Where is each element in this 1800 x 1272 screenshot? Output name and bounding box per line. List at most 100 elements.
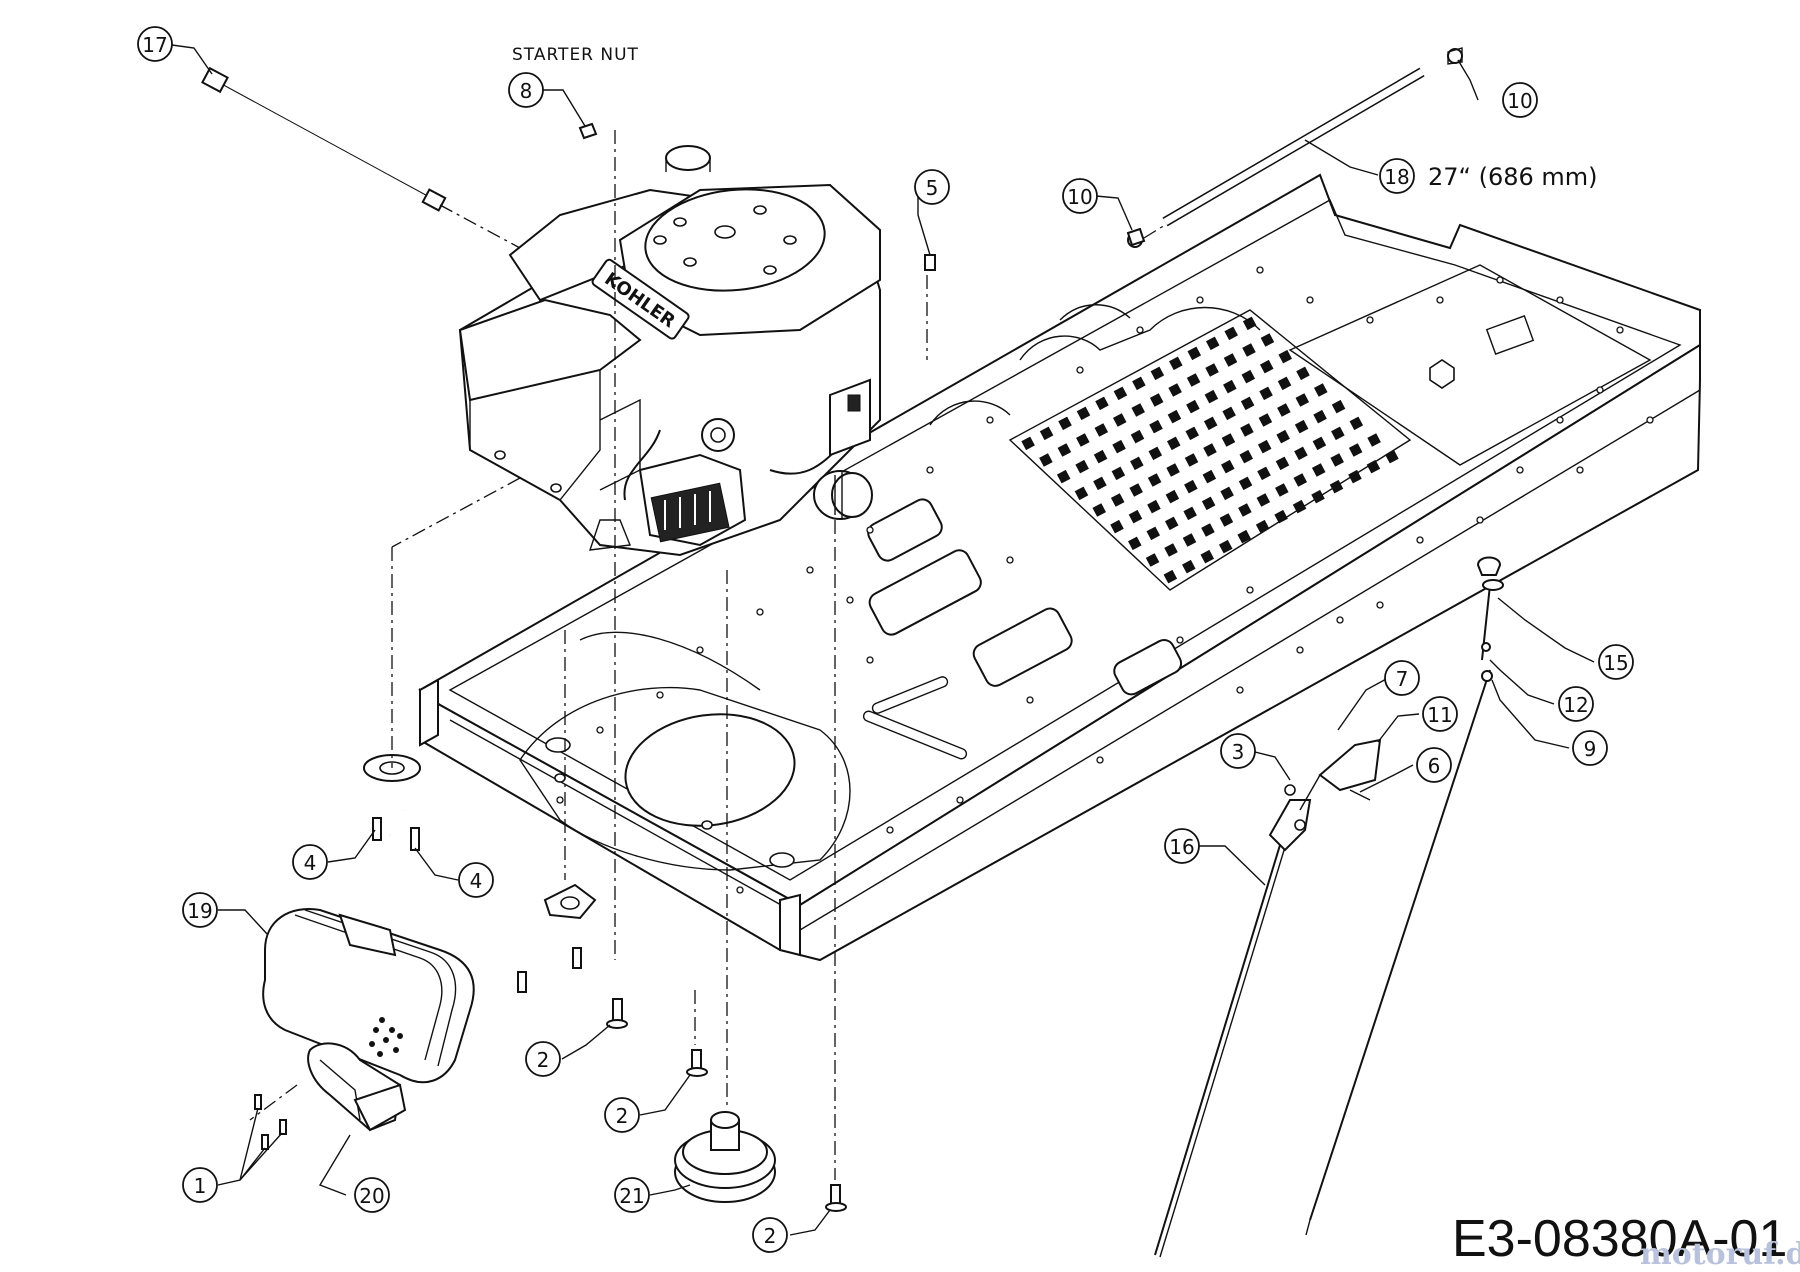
callout-c5: 5 <box>914 169 950 205</box>
grille-hole <box>1094 423 1109 437</box>
mounting-hole <box>986 416 994 424</box>
grille-hole <box>1110 519 1124 534</box>
mounting-hole <box>866 526 874 534</box>
grille-hole <box>1259 386 1273 401</box>
mounting-hole <box>1096 756 1104 764</box>
mounting-hole <box>1556 296 1564 304</box>
callout-label: 12 <box>1563 693 1588 717</box>
callout-c2a: 2 <box>525 1041 561 1077</box>
grille-hole <box>1205 363 1219 377</box>
grille-hole <box>1311 463 1326 477</box>
grille-hole <box>1314 383 1328 397</box>
mounting-hole <box>1296 646 1304 654</box>
callout-c4a: 4 <box>292 844 328 880</box>
mounting-hole <box>1436 296 1444 304</box>
mounting-hole <box>1596 386 1604 394</box>
callout-c1: 1 <box>182 1167 218 1203</box>
grille-hole <box>1130 456 1144 471</box>
grille-hole <box>1222 406 1236 421</box>
grille-hole <box>1184 479 1198 494</box>
grille-hole <box>1240 396 1255 411</box>
mounting-hole <box>1236 686 1244 694</box>
grille-hole <box>1242 316 1257 331</box>
grille-hole <box>1348 469 1362 484</box>
grille-hole <box>1202 469 1217 484</box>
mounting-hole <box>956 796 964 804</box>
grille-hole <box>1057 443 1072 457</box>
callout-label: 11 <box>1427 703 1452 727</box>
mounting-hole <box>866 656 874 664</box>
mounting-hole <box>886 826 894 834</box>
dipstick <box>1305 556 1504 1236</box>
grille-hole <box>1186 399 1200 414</box>
grille-hole <box>1166 463 1180 477</box>
grille-hole <box>1200 549 1215 564</box>
mounting-hole <box>1416 536 1424 544</box>
grille-hole <box>1366 459 1381 474</box>
diagram-id: E3-08380A-01 <box>1452 1210 1787 1268</box>
callout-c10b: 10 <box>1062 178 1098 214</box>
grille-hole <box>1076 433 1090 447</box>
callout-c17: 17 <box>137 26 173 62</box>
grille-hole <box>1201 496 1216 511</box>
grille-hole <box>1132 376 1146 391</box>
grille-hole <box>1201 523 1215 537</box>
grille-hole <box>1257 439 1272 454</box>
muffler-hole-pattern <box>369 1017 403 1057</box>
callout-label: 4 <box>470 869 483 893</box>
mounting-hole <box>1556 416 1564 424</box>
grille-hole <box>1149 393 1164 407</box>
grille-hole <box>1164 516 1179 531</box>
callout-label: 10 <box>1067 185 1092 209</box>
grille-hole <box>1331 426 1345 441</box>
grille-hole <box>1296 366 1310 381</box>
throttle-control <box>1154 738 1382 1258</box>
grille-hole <box>1275 483 1289 497</box>
fuel-line-part-17 <box>201 66 521 249</box>
grille-hole <box>1277 376 1292 391</box>
grille-holes <box>1021 316 1399 584</box>
grille-hole <box>1311 489 1325 504</box>
grille-hole <box>1238 503 1252 517</box>
mounting-hole <box>1246 586 1254 594</box>
grille-hole <box>1255 519 1270 534</box>
grille-hole <box>1219 513 1234 527</box>
rod-length-note: 27“ (686 mm) <box>1428 163 1598 191</box>
grille-hole <box>1169 356 1183 371</box>
callout-label: 20 <box>359 1184 384 1208</box>
callout-c21: 21 <box>614 1177 650 1213</box>
grille-hole <box>1150 366 1165 381</box>
grille-hole <box>1275 456 1290 471</box>
grille-hole <box>1224 326 1238 341</box>
callout-c15: 15 <box>1598 644 1634 680</box>
grille-hole <box>1218 539 1233 554</box>
alignment-lines <box>249 130 1166 1180</box>
grille-hole <box>1293 473 1308 487</box>
grille-hole <box>1039 426 1054 441</box>
callout-c18: 18 <box>1379 158 1415 194</box>
mounting-hole <box>1026 696 1034 704</box>
grille-hole <box>1292 499 1307 514</box>
grille-hole <box>1256 493 1271 507</box>
mounting-hole <box>1256 266 1264 274</box>
mounting-hole <box>1496 276 1504 284</box>
leader-lines <box>171 44 1595 1236</box>
grille-hole <box>1166 436 1181 451</box>
callout-c4b: 4 <box>458 862 494 898</box>
callout-c8: 8 <box>508 72 544 108</box>
starter-nut-note: STARTER NUT <box>512 45 639 65</box>
callout-c7: 7 <box>1384 660 1420 696</box>
grille-hole <box>1111 466 1126 481</box>
mounting-hole <box>1646 416 1654 424</box>
grille-hole <box>1329 479 1344 494</box>
grille-hole <box>1058 416 1072 431</box>
grille-hole <box>1145 553 1160 567</box>
mounting-hole <box>1196 296 1204 304</box>
grille-hole <box>1182 533 1197 547</box>
callout-label: 2 <box>764 1224 777 1248</box>
callout-c16: 16 <box>1164 828 1200 864</box>
mounting-hole <box>1176 636 1184 644</box>
grille-hole <box>1185 426 1199 441</box>
